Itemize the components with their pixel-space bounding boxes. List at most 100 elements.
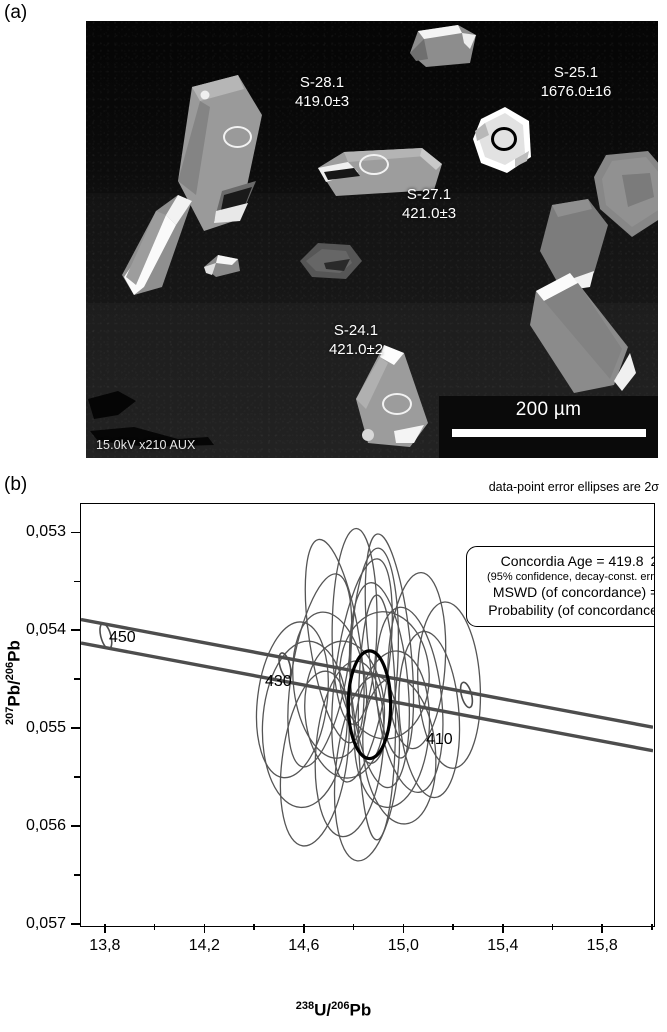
x-axis-minor-tick	[651, 924, 653, 930]
concordia-band-edge	[81, 641, 653, 753]
age-tick-label-430: 430	[265, 673, 292, 690]
y-axis-tick-label: 0,055	[25, 719, 66, 737]
plot-frame: 450 430 410 Concordia Age = 419.82.0 Ma …	[80, 503, 655, 927]
x-axis-sup-238: 238	[295, 1000, 315, 1012]
x-axis-tick	[104, 924, 106, 933]
y-axis-tick-label: 0,057	[25, 915, 66, 932]
error-ellipse	[357, 594, 397, 841]
x-axis-tick-label: 13,8	[89, 937, 121, 954]
sem-label-s24: S-24.1 421.0±2	[296, 321, 416, 359]
error-ellipse	[387, 571, 447, 750]
x-axis-tick-label: 14,2	[188, 937, 220, 954]
x-axis-minor-tick	[452, 924, 454, 930]
zircon-grain-s28	[170, 71, 280, 241]
y-axis-title: 207Pb/206Pb	[4, 640, 25, 725]
panel-b-label: (b)	[4, 474, 28, 495]
sem-label-s27: S-27.1 421.0±3	[369, 185, 489, 223]
error-ellipse	[417, 601, 482, 769]
scale-bar: 200 µm	[439, 396, 658, 458]
zircon-grain-top	[404, 23, 484, 71]
error-ellipse	[279, 670, 350, 847]
error-ellipse	[331, 558, 393, 783]
sem-label-s28-id: S-28.1	[299, 74, 345, 91]
sem-label-s25: S-25.1 1676.0±16	[496, 63, 656, 101]
y-axis-minor-tick	[74, 678, 80, 681]
error-ellipse-layer	[255, 527, 482, 862]
scale-bar-line	[452, 429, 646, 437]
error-ellipse	[304, 640, 386, 779]
sem-label-s28: S-28.1 419.0±3	[262, 73, 382, 111]
x-axis-tick-label: 14,6	[288, 937, 320, 954]
concordia-age-tick	[459, 681, 474, 709]
error-ellipse	[255, 621, 329, 779]
x-axis-sup-206: 206	[331, 1000, 350, 1012]
scale-bar-label: 200 µm	[515, 399, 582, 420]
legend-line-age: Concordia Age = 419.8 2.0 Ma	[474, 553, 654, 571]
x-axis-minor-tick	[551, 924, 554, 930]
shrimp-spot-s25	[491, 127, 517, 151]
x-axis-minor-tick	[352, 924, 355, 930]
zircon-grain-left-elongate	[116, 191, 222, 301]
zircon-grain-small-left	[200, 251, 244, 281]
zircon-grain-right-lower	[526, 269, 644, 399]
concordia-band-edge	[81, 617, 653, 729]
x-axis-tick-label: 15,4	[487, 937, 519, 954]
y-axis-tick-label: 0,054	[25, 621, 66, 639]
error-ellipse	[331, 527, 378, 725]
legend-line-mswd: MSWD (of concordance) = 0.057,	[492, 584, 654, 601]
x-axis-title: 238U/206Pb	[0, 1000, 667, 1021]
sem-label-s24-id: S-24.1	[333, 322, 379, 339]
concordia-age-tick	[278, 652, 292, 679]
x-axis-tick	[601, 924, 604, 933]
sem-label-s27-age: 421.0±3	[401, 205, 457, 223]
x-axis-mid: U/	[314, 1000, 332, 1020]
x-axis-tick	[501, 924, 504, 933]
sem-label-s25-age: 1676.0±16	[540, 83, 612, 101]
x-axis-end: Pb	[349, 1000, 372, 1020]
shrimp-spot-s24	[382, 393, 412, 415]
x-axis-tick	[402, 924, 405, 933]
plot-canvas	[81, 527, 653, 862]
sem-settings-text: 15.0kV x210 AUX	[96, 438, 196, 452]
y-axis-tick	[71, 923, 80, 925]
concordia-band-layer	[81, 617, 653, 753]
sem-label-s27-id: S-27.1	[406, 186, 452, 203]
y-axis-mid: Pb/	[4, 680, 24, 707]
x-axis-minor-tick	[153, 924, 156, 930]
dark-crack-lower-left	[88, 391, 218, 451]
x-axis-tick	[303, 924, 305, 933]
y-axis-tick	[71, 531, 80, 534]
zircon-grain-center-faint	[294, 239, 366, 283]
x-axis-tick	[203, 924, 206, 933]
sem-label-s28-age: 419.0±3	[294, 93, 350, 111]
sem-image-panel: S-28.1 419.0±3 S-25.1 1676.0±16 S-27.1 4…	[86, 21, 658, 458]
concordia-age-tick	[99, 622, 113, 650]
age-tick-label-450: 450	[109, 629, 136, 646]
sem-label-s24-age: 421.0±2	[328, 341, 384, 359]
error-ellipse-note: data-point error ellipses are 2σ	[488, 480, 659, 494]
concordia-plot-panel: data-point error ellipses are 2σ 450 430…	[0, 470, 667, 1032]
y-axis-tick	[71, 825, 80, 827]
panel-a-label: (a)	[4, 2, 28, 23]
sem-label-s25-id: S-25.1	[553, 64, 599, 81]
x-axis-minor-tick	[253, 924, 255, 930]
x-axis-tick-label: 15,8	[586, 937, 618, 954]
shrimp-spot-s27	[359, 154, 389, 175]
y-axis-end: Pb	[4, 640, 24, 662]
concordia-age-ellipse	[346, 649, 393, 761]
x-axis-tick-label: 15,0	[387, 937, 419, 954]
legend-age-suffix: 2.0 Ma	[651, 553, 654, 569]
error-ellipse	[261, 640, 348, 809]
y-axis-minor-tick	[74, 874, 80, 876]
y-axis-tick-label: 0,053	[25, 523, 66, 541]
y-axis-sup-206: 206	[4, 661, 16, 681]
y-axis-tick	[71, 727, 80, 729]
legend-line-probability: Probability (of concordance) = 0.81	[488, 601, 655, 618]
error-ellipse	[349, 547, 400, 765]
error-ellipse	[304, 538, 365, 744]
legend-line-confidence: (95% confidence, decay-const. errs inclu…	[486, 570, 654, 583]
legend-age-prefix: Concordia Age = 419.8	[500, 553, 644, 569]
shrimp-spot-s28	[223, 126, 252, 148]
error-ellipse	[364, 533, 415, 759]
